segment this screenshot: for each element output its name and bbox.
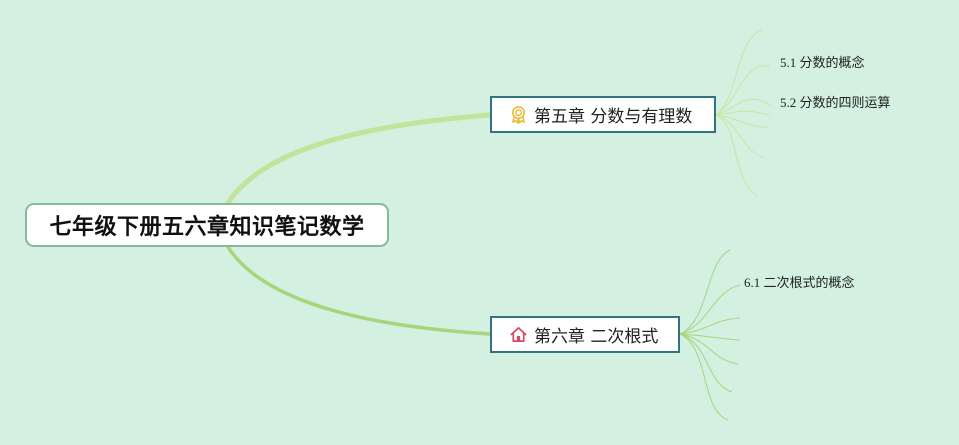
chapter-6-topic-fan xyxy=(679,249,741,421)
chapter-6-label: 第六章 二次根式 xyxy=(534,327,659,347)
chapter-5-topic-fan xyxy=(715,29,771,198)
topic-5-2[interactable]: 5.2 分数的四则运算 xyxy=(780,95,891,110)
root-topic-node[interactable]: 七年级下册五六章知识笔记数学 xyxy=(25,203,389,247)
branch-root-to-chapter-5 xyxy=(225,112,493,206)
chapter-5-node[interactable]: 第五章 分数与有理数 xyxy=(490,96,716,133)
chapter-5-label: 第五章 分数与有理数 xyxy=(534,107,693,127)
topic-5-1[interactable]: 5.1 分数的概念 xyxy=(780,55,865,70)
chapter-6-node[interactable]: 第六章 二次根式 xyxy=(490,316,680,353)
root-topic-label: 七年级下册五六章知识笔记数学 xyxy=(49,215,365,240)
branch-root-to-chapter-6 xyxy=(226,245,492,336)
award-ribbon-icon xyxy=(509,105,528,124)
home-icon xyxy=(509,325,528,344)
topic-6-1[interactable]: 6.1 二次根式的概念 xyxy=(744,275,855,290)
